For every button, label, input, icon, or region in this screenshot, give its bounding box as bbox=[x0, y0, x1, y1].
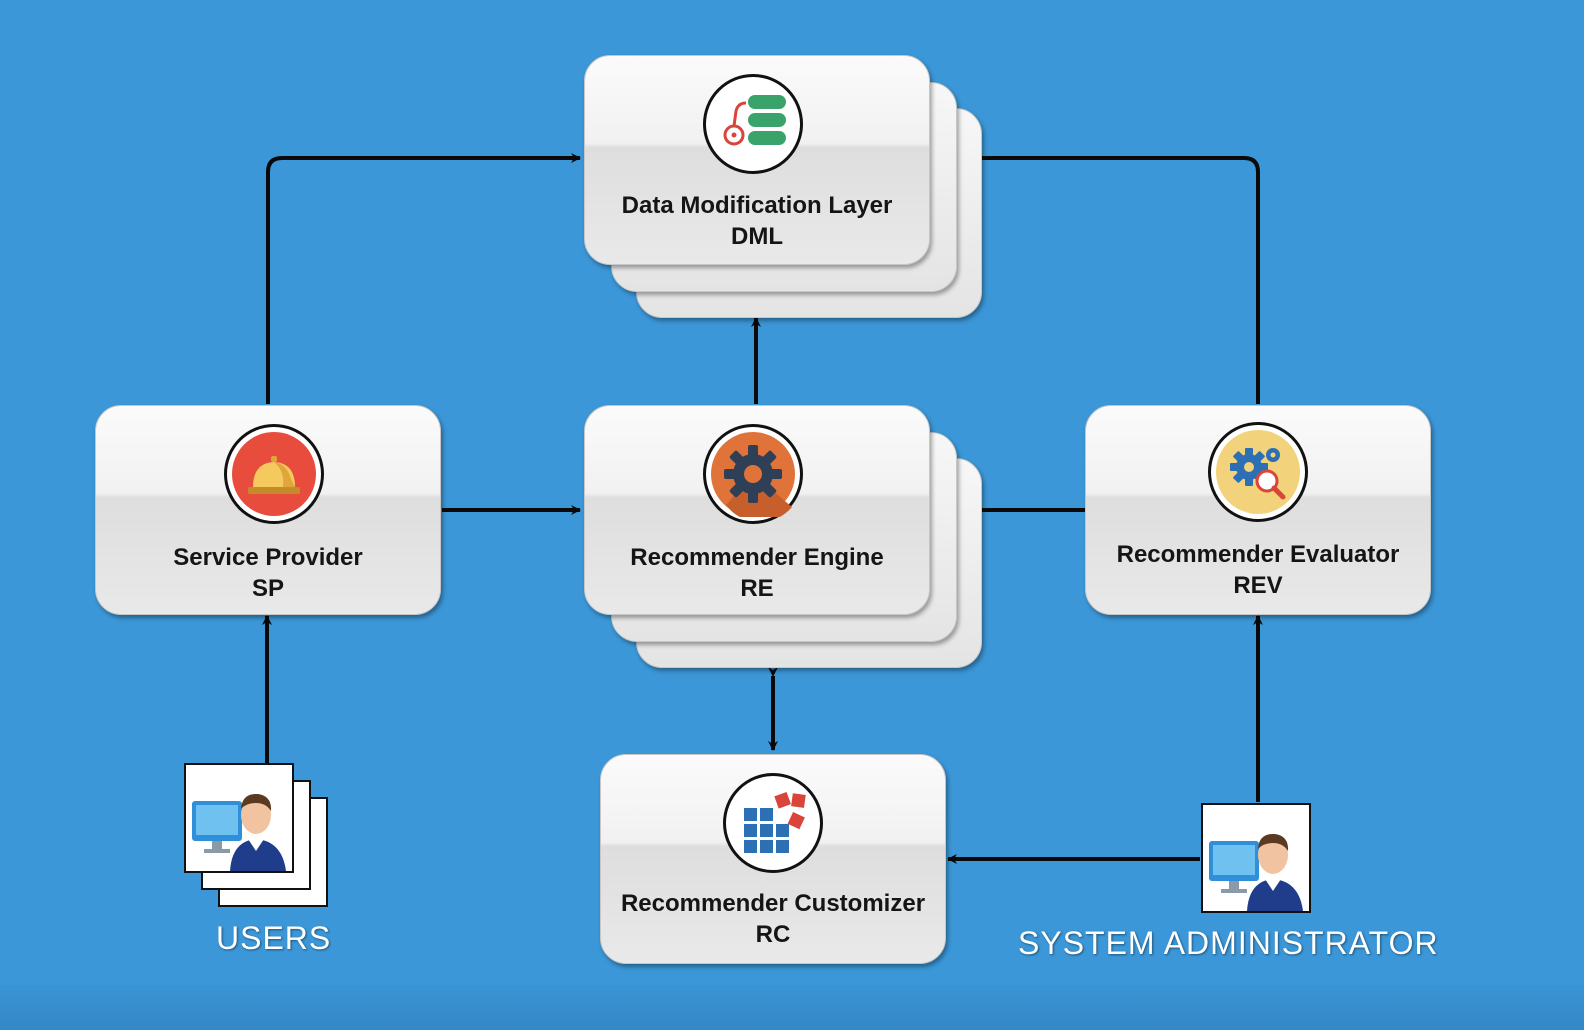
rev-name: Recommender Evaluator bbox=[1116, 541, 1400, 568]
rev-abbr: REV bbox=[1233, 572, 1283, 599]
rc-abbr: RC bbox=[755, 921, 791, 948]
connector-sp-dml bbox=[266, 153, 581, 404]
rc-label: Recommender Customizer RC bbox=[601, 888, 945, 950]
admin-actor[interactable] bbox=[1201, 803, 1311, 913]
node-sp[interactable]: Service Provider SP bbox=[95, 405, 441, 615]
node-re[interactable]: Recommender Engine RE bbox=[584, 405, 930, 615]
re-abbr: RE bbox=[740, 575, 774, 602]
sp-abbr: SP bbox=[251, 575, 284, 602]
dml-label: Data Modification Layer DML bbox=[585, 190, 929, 252]
sp-label: Service Provider SP bbox=[96, 542, 440, 604]
gear-icon bbox=[703, 424, 803, 524]
blocks-icon bbox=[723, 773, 823, 873]
user-computer-icon bbox=[1209, 833, 1303, 911]
database-icon bbox=[703, 74, 803, 174]
users-label: USERS bbox=[216, 920, 332, 956]
admin-label: SYSTEM ADMINISTRATOR bbox=[1018, 925, 1439, 961]
connector-rev-dml bbox=[931, 153, 1260, 404]
re-label: Recommender Engine RE bbox=[585, 542, 929, 604]
background-band bbox=[0, 985, 1584, 1030]
node-rc[interactable]: Recommender Customizer RC bbox=[600, 754, 946, 964]
dml-abbr: DML bbox=[731, 223, 783, 250]
node-dml[interactable]: Data Modification Layer DML bbox=[584, 55, 930, 265]
node-rev[interactable]: Recommender Evaluator REV bbox=[1085, 405, 1431, 615]
service-bell-icon bbox=[224, 424, 324, 524]
user-computer-icon bbox=[192, 793, 286, 871]
dml-name: Data Modification Layer bbox=[621, 192, 893, 219]
re-name: Recommender Engine bbox=[630, 544, 884, 571]
rev-label: Recommender Evaluator REV bbox=[1086, 539, 1430, 601]
rc-name: Recommender Customizer bbox=[620, 890, 926, 917]
gears-magnifier-icon bbox=[1208, 422, 1308, 522]
users-actor[interactable] bbox=[184, 763, 294, 873]
sp-name: Service Provider bbox=[173, 544, 363, 571]
